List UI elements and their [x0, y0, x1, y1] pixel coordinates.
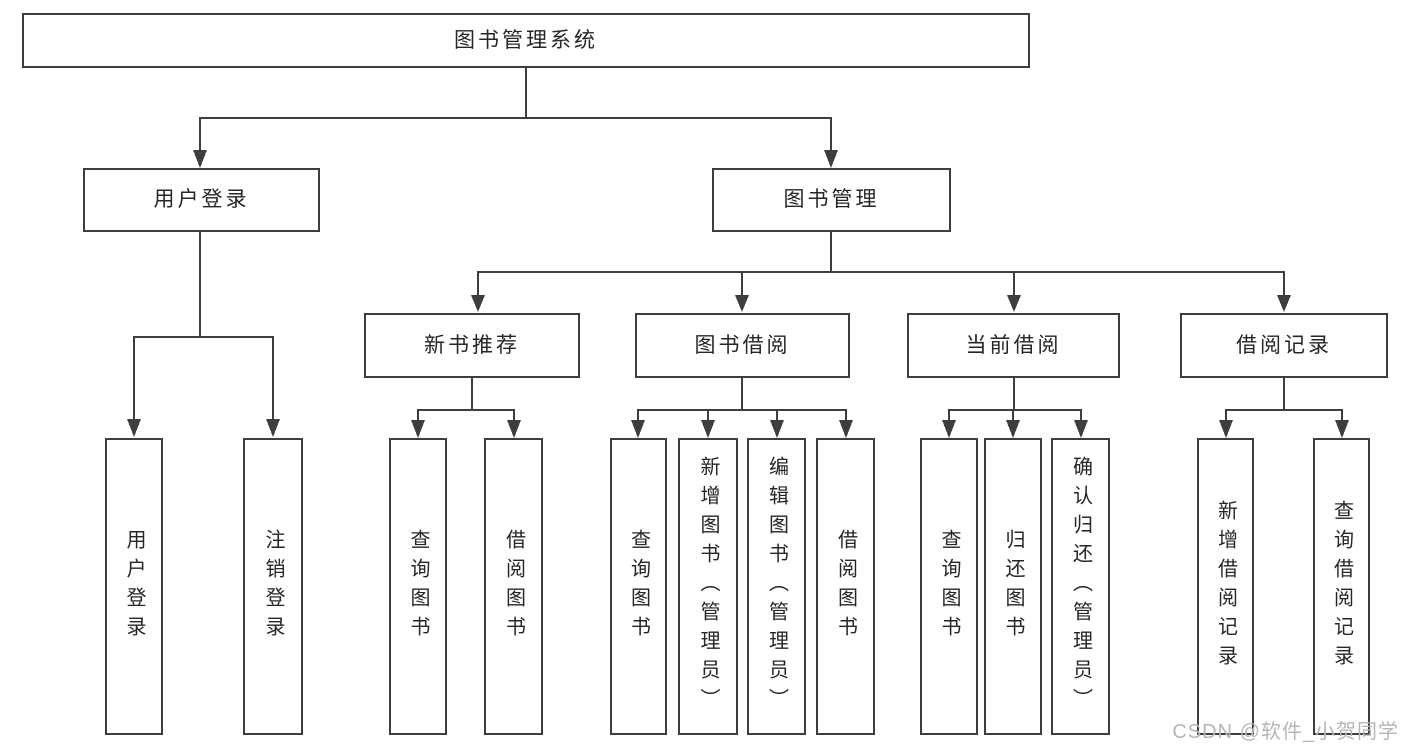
node-borrowing-records-label: 借阅记录: [1236, 333, 1332, 357]
node-new-book-recommendation-label: 新书推荐: [424, 333, 520, 357]
node-library-system-label: 图书管理系统: [454, 28, 598, 52]
leaf-records-query-record: 查询借阅记录: [1313, 438, 1370, 735]
node-library-system: 图书管理系统: [22, 13, 1030, 68]
node-current-borrowing-label: 当前借阅: [965, 333, 1062, 357]
leaf-recommend-borrow-books: 借阅图书: [484, 438, 543, 735]
node-book-borrowing-label: 图书借阅: [694, 333, 791, 357]
node-user-login-label: 用户登录: [153, 188, 250, 212]
node-book-management-label: 图书管理: [783, 188, 880, 212]
node-user-login: 用户登录: [83, 168, 320, 232]
leaf-logout: 注销登录: [243, 438, 303, 735]
leaf-borrowing-query-books: 查询图书: [610, 438, 667, 735]
csdn-watermark: CSDN @软件_小贺同学: [1172, 721, 1399, 743]
node-book-borrowing: 图书借阅: [635, 313, 850, 378]
leaf-user-login: 用户登录: [105, 438, 163, 735]
leaf-current-confirm-return-admin: 确认归还（管理员）: [1051, 438, 1110, 735]
leaf-records-add-record: 新增借阅记录: [1197, 438, 1254, 735]
node-book-management: 图书管理: [712, 168, 951, 232]
node-new-book-recommendation: 新书推荐: [364, 313, 580, 378]
leaf-current-return-books: 归还图书: [984, 438, 1042, 735]
leaf-borrowing-borrow-books: 借阅图书: [816, 438, 875, 735]
leaf-current-query-books: 查询图书: [920, 438, 978, 735]
node-current-borrowing: 当前借阅: [907, 313, 1120, 378]
leaf-recommend-query-books: 查询图书: [389, 438, 447, 735]
node-borrowing-records: 借阅记录: [1180, 313, 1388, 378]
leaf-borrowing-edit-books-admin: 编辑图书（管理员）: [747, 438, 806, 735]
leaf-borrowing-add-books-admin: 新增图书（管理员）: [678, 438, 738, 735]
